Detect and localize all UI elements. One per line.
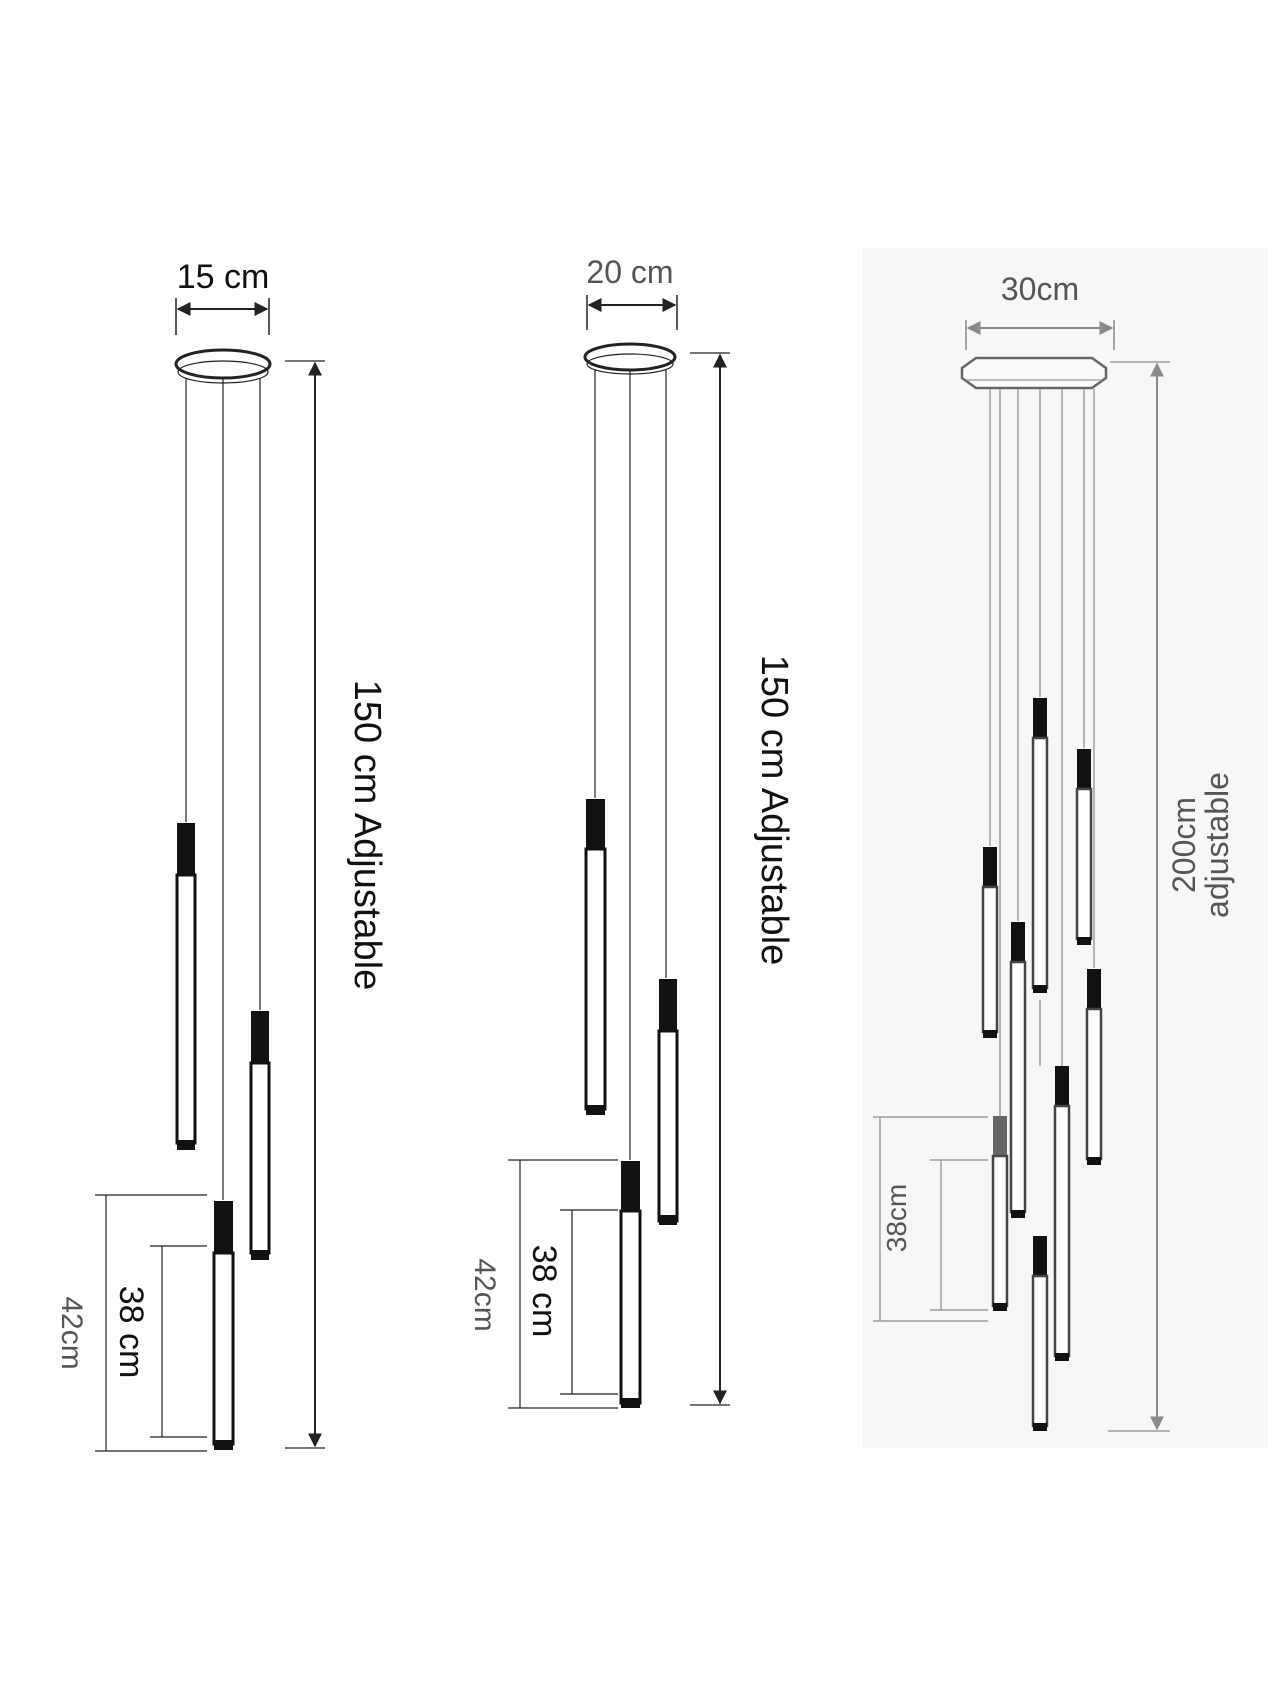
fixture-c-width-label: 30cm [1001, 271, 1079, 307]
fixture-a-inner-label: 38 cm [112, 1286, 150, 1379]
fixture-b: 20 cm [468, 254, 795, 1409]
fixture-c-height-label-line2: adjustable [1199, 772, 1235, 918]
fixture-a-width-dimension: 15 cm [175, 258, 270, 335]
fixture-b-inner-label: 38 cm [525, 1245, 563, 1338]
fixture-c-tube-7 [991, 1116, 1009, 1311]
fixture-c-length-dimension: 38cm [873, 1116, 988, 1322]
fixture-c-tube-1 [981, 847, 999, 1038]
fixture-b-height-dimension: 150 cm Adjustable [690, 352, 795, 1406]
fixture-a-width-label: 15 cm [177, 258, 270, 296]
fixture-b-width-label: 20 cm [586, 254, 673, 290]
fixture-a-tube-3 [212, 1201, 235, 1450]
fixture-a-tube-2 [249, 1011, 271, 1260]
fixture-b-tube-1 [584, 799, 607, 1115]
fixture-c-cables [989, 389, 1095, 1240]
fixture-c-tube-2 [1009, 922, 1027, 1218]
fixture-c-tube-6 [1053, 1066, 1071, 1361]
fixture-c-canopy [960, 356, 1108, 390]
fixture-c-height-label-line1: 200cm [1166, 797, 1202, 893]
fixture-a-outer-length-dimension: 42cm [55, 1194, 207, 1452]
fixture-c-tube-4 [1075, 749, 1093, 945]
fixture-a-height-dimension: 150 cm Adjustable [285, 360, 388, 1449]
fixture-c-tube-3 [1031, 698, 1049, 993]
fixture-c: 30cm [873, 271, 1235, 1432]
fixture-b-tube-3 [619, 1161, 642, 1408]
fixture-c-tube-5 [1085, 969, 1103, 1165]
fixture-c-height-dimension: 200cm adjustable [1108, 361, 1235, 1432]
fixture-b-inner-length-dimension: 38 cm [525, 1209, 618, 1395]
fixture-b-tube-2 [657, 979, 679, 1225]
fixture-a-inner-length-dimension: 38 cm [112, 1245, 207, 1438]
fixture-c-inner-label: 38cm [881, 1184, 912, 1252]
fixture-a: 15 cm [55, 258, 388, 1452]
fixture-a-outer-label: 42cm [55, 1296, 88, 1369]
fixture-c-width-dimension: 30cm [965, 271, 1115, 350]
fixture-b-width-dimension: 20 cm [586, 254, 678, 330]
fixture-a-tube-1 [175, 823, 197, 1150]
fixture-b-outer-length-dimension: 42cm [468, 1159, 618, 1409]
fixture-b-height-label: 150 cm Adjustable [753, 655, 795, 966]
fixture-a-height-label: 150 cm Adjustable [346, 680, 388, 991]
fixture-c-tube-8 [1031, 1236, 1049, 1431]
fixture-b-outer-label: 42cm [468, 1258, 501, 1331]
